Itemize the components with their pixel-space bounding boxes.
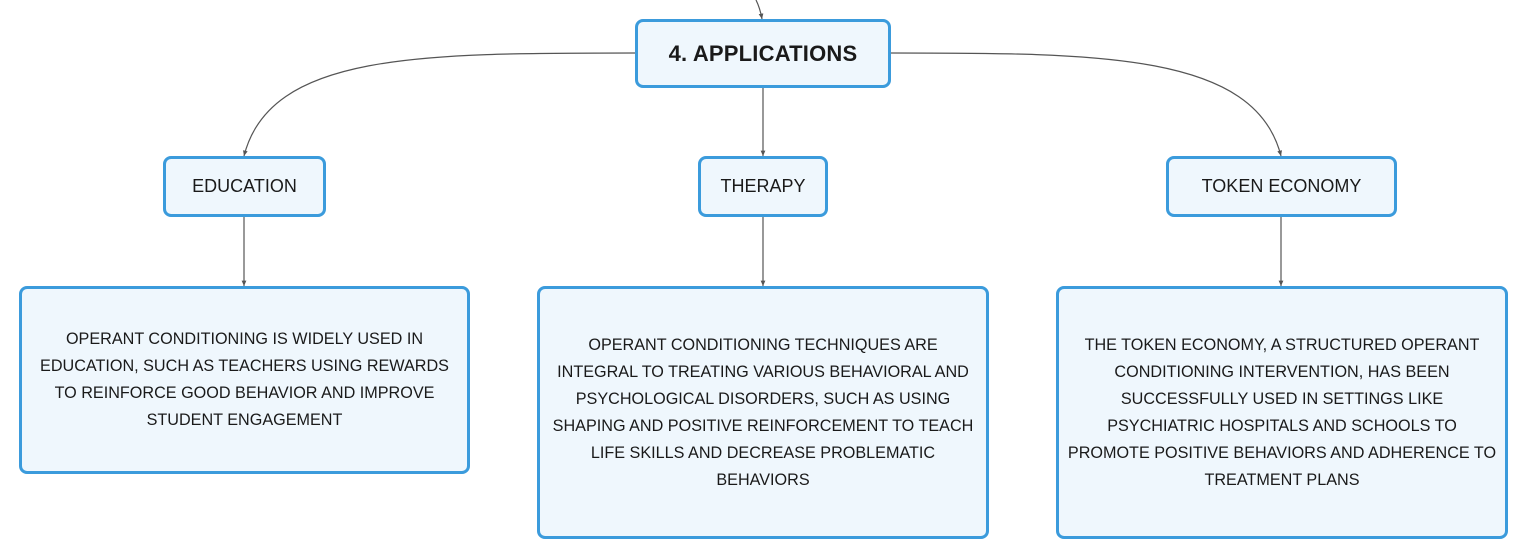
detail-node-education[interactable]: OPERANT CONDITIONING IS WIDELY USED IN E…: [19, 286, 470, 474]
branch-node-label: THERAPY: [720, 176, 806, 196]
branch-node-label: TOKEN ECONOMY: [1201, 176, 1362, 196]
detail-node-therapy[interactable]: OPERANT CONDITIONING TECHNIQUES ARE INTE…: [537, 286, 989, 539]
connector-root-education: [243, 52, 636, 157]
connector-incoming: [755, 0, 764, 20]
branch-node-token-economy[interactable]: TOKEN ECONOMY: [1166, 156, 1397, 217]
detail-node-token-economy[interactable]: THE TOKEN ECONOMY, A STRUCTURED OPERANT …: [1056, 286, 1508, 539]
branch-node-education[interactable]: EDUCATION: [163, 156, 326, 217]
root-node-label: 4. APPLICATIONS: [668, 40, 858, 66]
detail-node-text: OPERANT CONDITIONING TECHNIQUES ARE INTE…: [552, 335, 974, 489]
detail-node-text: THE TOKEN ECONOMY, A STRUCTURED OPERANT …: [1067, 335, 1497, 489]
root-node-applications[interactable]: 4. APPLICATIONS: [635, 19, 891, 88]
connector-root-token-economy: [890, 52, 1282, 157]
detail-node-text: OPERANT CONDITIONING IS WIDELY USED IN E…: [40, 330, 449, 429]
branch-node-label: EDUCATION: [192, 176, 297, 196]
branch-node-therapy[interactable]: THERAPY: [698, 156, 828, 217]
